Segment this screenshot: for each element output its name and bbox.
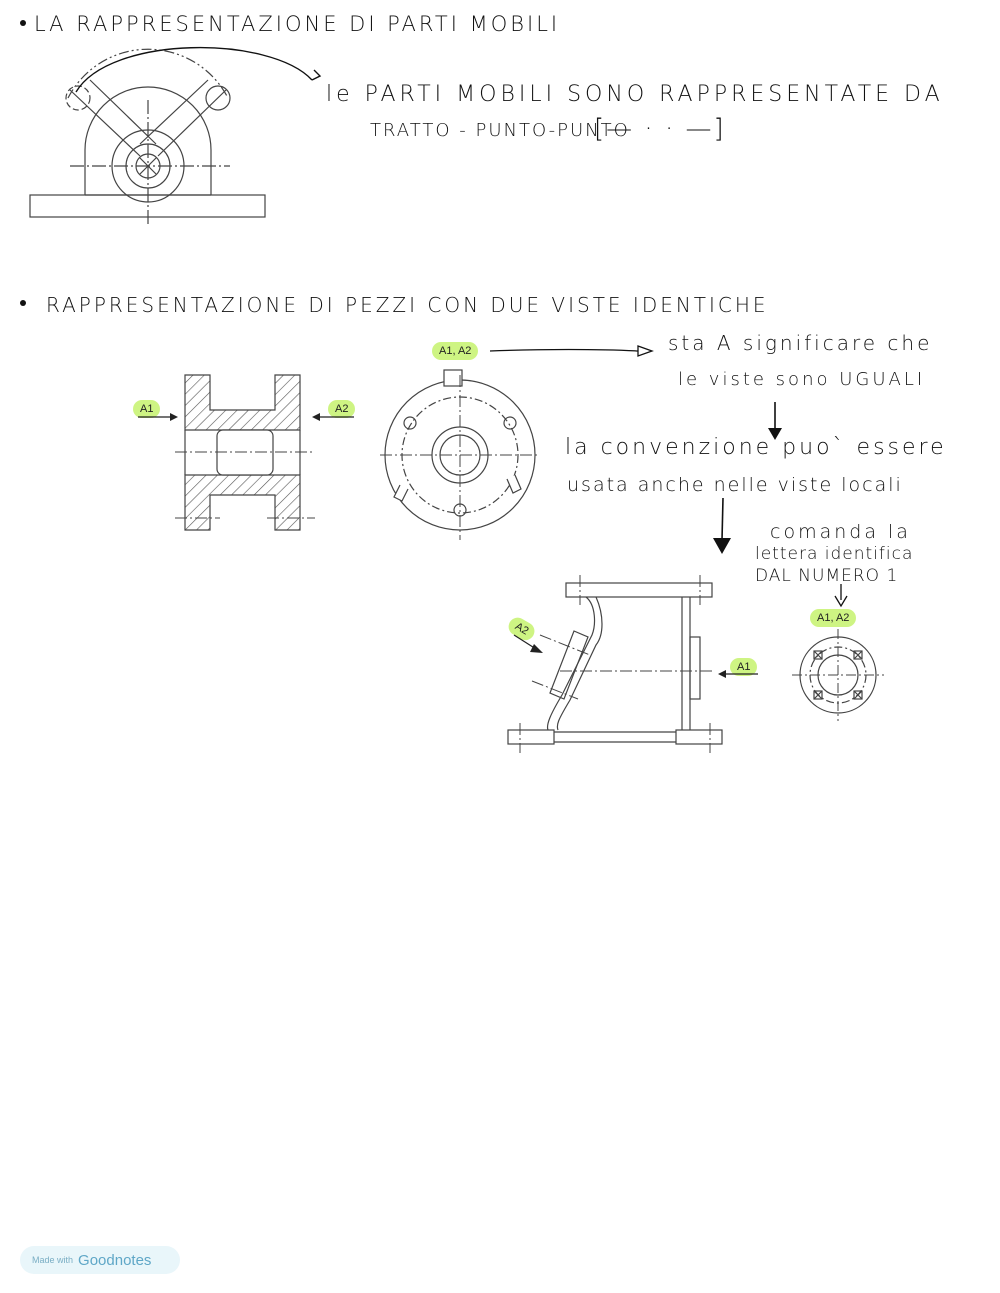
- arrow-head: [513, 634, 543, 653]
- local-views-elbow-drawing: [507, 575, 723, 753]
- note-convention-line1: la convenzione puo` essere: [565, 435, 947, 460]
- arrow-head: [138, 413, 178, 421]
- arrow-head: [834, 584, 848, 608]
- flange-front-drawing: [792, 629, 884, 721]
- identical-views-section-drawing: [175, 374, 315, 531]
- arrow-head: [718, 670, 758, 678]
- note-letter-line3: DAL NUMERO 1: [755, 566, 899, 586]
- note-letter-line2: lettera identifica: [755, 544, 914, 564]
- section1-note-line1: le PARTI MOBILI SONO RAPPRESENTATE DA: [326, 82, 944, 107]
- note-letter-line1: comanda la: [770, 521, 911, 543]
- linetype-sample: [— · · —]: [594, 114, 726, 144]
- tag-a2: A2: [328, 400, 356, 418]
- note-meaning-line2: le viste sono UGUALI: [678, 369, 926, 390]
- tag2-a1-a2: A1, A2: [810, 609, 857, 627]
- identical-views-front-drawing: [380, 369, 540, 540]
- arrow-head: [768, 402, 782, 440]
- tag-a1-a2: A1, A2: [432, 342, 479, 360]
- note-convention-line2: usata anche nelle viste locali: [567, 474, 903, 496]
- badge-made-with: Made with: [32, 1255, 74, 1265]
- bullet-dot: [20, 20, 26, 26]
- arrow-head: [312, 413, 354, 421]
- section1-heading: LA RAPPRESENTAZIONE DI PARTI MOBILI: [34, 12, 561, 36]
- goodnotes-badge: Made with Goodnotes: [20, 1246, 180, 1274]
- note-meaning-line1: sta A significare che: [668, 331, 933, 355]
- bullet-dot: [20, 300, 26, 306]
- section1-note-line2: TRATTO - PUNTO-PUNTO: [370, 120, 630, 141]
- tag2-a1: A1: [730, 658, 758, 676]
- arrow-head: [489, 345, 654, 357]
- badge-brand: Goodnotes: [78, 1251, 152, 1269]
- movable-parts-drawing: [29, 46, 322, 226]
- section2-heading: RAPPRESENTAZIONE DI PEZZI CON DUE VISTE …: [46, 293, 769, 317]
- tag-a1: A1: [133, 400, 161, 418]
- arrow-head: [713, 497, 731, 554]
